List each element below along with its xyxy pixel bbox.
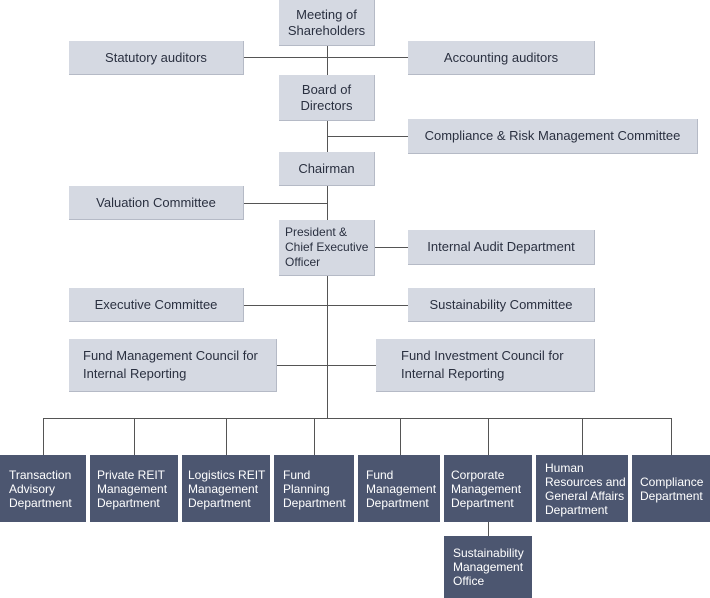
sustainability-management-office-box: Sustainability Management Office — [444, 536, 532, 598]
compliance-risk-committee-label: Compliance & Risk Management Committee — [424, 128, 681, 143]
sustainability-committee-label: Sustainability Committee — [429, 296, 573, 312]
department-label: Fund Management Department — [366, 468, 437, 510]
sustainability-committee-box: Sustainability Committee — [408, 288, 595, 322]
fund-management-department-box: Fund Management Department — [358, 455, 440, 522]
department-label: Logistics REIT Management Department — [188, 468, 266, 510]
sub-department-label: Sustainability Management Office — [453, 546, 524, 588]
internal-audit-department-label: Internal Audit Department — [427, 239, 575, 254]
logistics-reit-management-department-box: Logistics REIT Management Department — [182, 455, 270, 522]
compliance-risk-committee-box: Compliance & Risk Management Committee — [408, 119, 698, 154]
department-label: Corporate Management Department — [451, 468, 522, 510]
valuation-committee-label: Valuation Committee — [96, 194, 216, 210]
chairman-label: Chairman — [298, 160, 355, 176]
accounting-auditors-label: Accounting auditors — [443, 49, 559, 65]
department-label: Human Resources and General Affairs Depa… — [545, 461, 626, 517]
transaction-advisory-department-box: Transaction Advisory Department — [0, 455, 86, 522]
executive-committee-box: Executive Committee — [69, 288, 244, 322]
fund-planning-department-box: Fund Planning Department — [274, 455, 354, 522]
corporate-management-department-box: Corporate Management Department — [444, 455, 532, 522]
president-ceo-label: President & Chief Executive Officer — [285, 225, 369, 269]
accounting-auditors-box: Accounting auditors — [408, 41, 595, 75]
fund-management-council-box: Fund Management Council for Internal Rep… — [69, 339, 277, 392]
president-ceo-box: President & Chief Executive Officer — [279, 220, 375, 276]
meeting-of-shareholders-box: Meeting of Shareholders — [279, 0, 375, 46]
internal-audit-department-box: Internal Audit Department — [408, 230, 595, 265]
private-reit-management-department-box: Private REIT Management Department — [90, 455, 178, 522]
board-of-directors-label: Board of Directors — [300, 81, 353, 113]
board-of-directors-box: Board of Directors — [279, 75, 375, 121]
department-label: Transaction Advisory Department — [9, 468, 72, 510]
fund-investment-council-label: Fund Investment Council for Internal Rep… — [401, 348, 564, 381]
statutory-auditors-label: Statutory auditors — [105, 49, 207, 65]
compliance-department-box: Compliance Department — [632, 455, 710, 522]
human-resources-general-affairs-department-box: Human Resources and General Affairs Depa… — [536, 455, 628, 522]
department-label: Private REIT Management Department — [97, 468, 168, 510]
fund-management-council-label: Fund Management Council for Internal Rep… — [83, 348, 258, 381]
statutory-auditors-box: Statutory auditors — [69, 41, 244, 75]
department-label: Compliance Department — [640, 475, 704, 503]
fund-investment-council-box: Fund Investment Council for Internal Rep… — [376, 339, 595, 392]
executive-committee-label: Executive Committee — [94, 296, 218, 312]
department-label: Fund Planning Department — [283, 468, 346, 510]
valuation-committee-box: Valuation Committee — [69, 186, 244, 220]
chairman-box: Chairman — [279, 152, 375, 186]
meeting-of-shareholders-label: Meeting of Shareholders — [287, 6, 366, 38]
